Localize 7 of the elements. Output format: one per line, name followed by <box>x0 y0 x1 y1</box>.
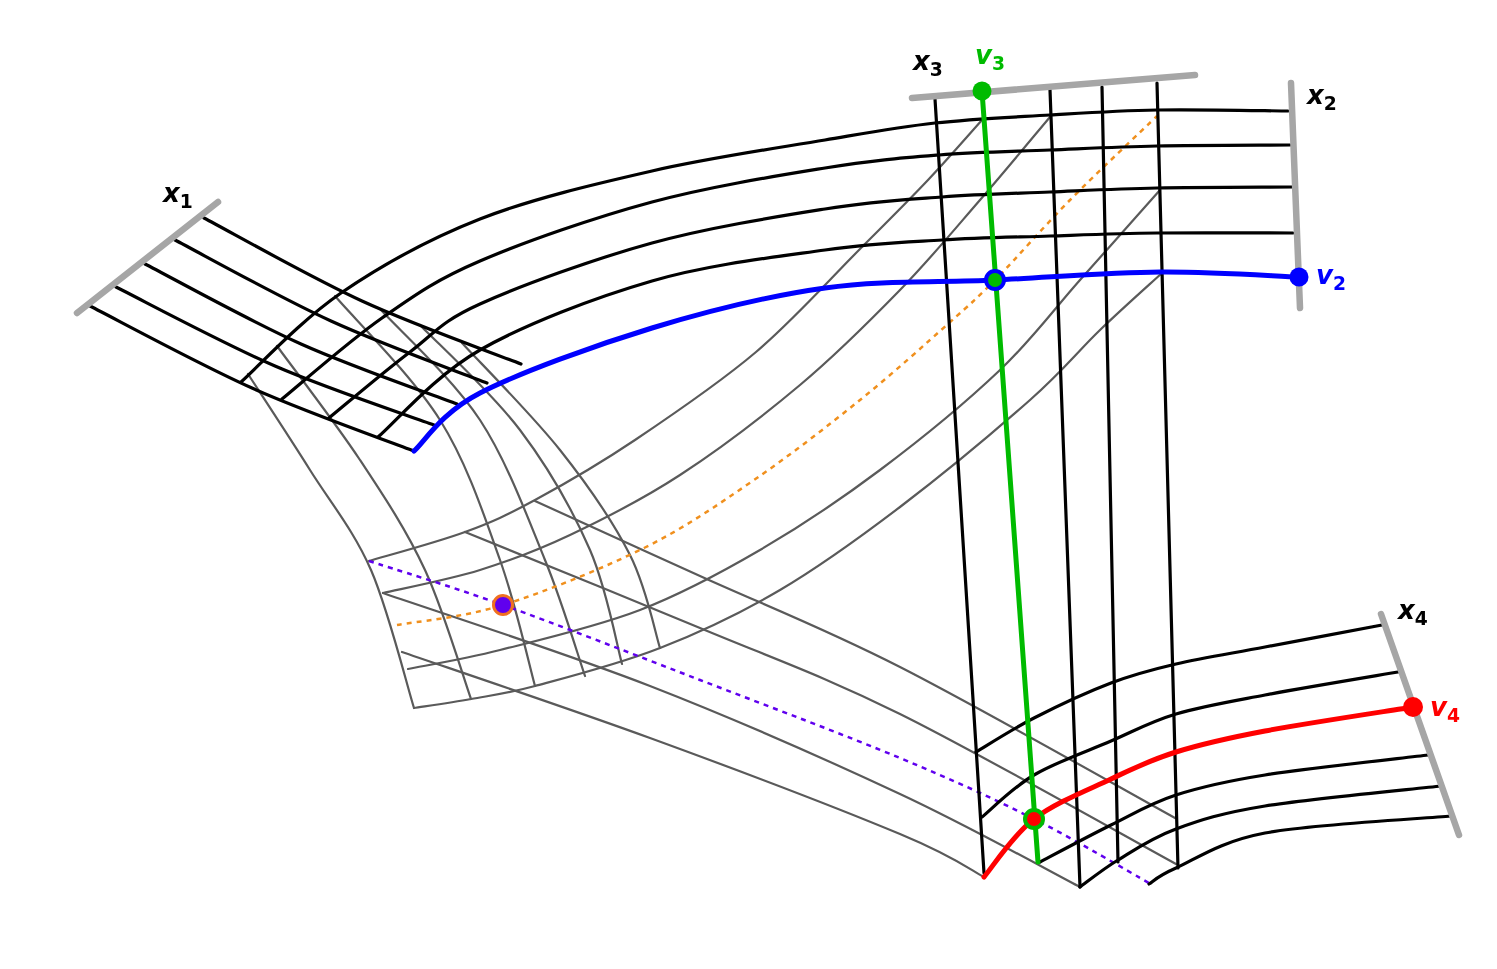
point-label: v$_{4}$ <box>1430 694 1460 720</box>
axis-label: x$_{3}$ <box>913 48 943 74</box>
point-label: v$_{3}$ <box>975 42 1005 68</box>
axis-label: x$_{2}$ <box>1307 82 1337 108</box>
axis-label: x$_{4}$ <box>1398 597 1428 623</box>
point-label: v$_{2}$ <box>1316 262 1346 288</box>
axis-label: x$_{1}$ <box>163 180 193 206</box>
